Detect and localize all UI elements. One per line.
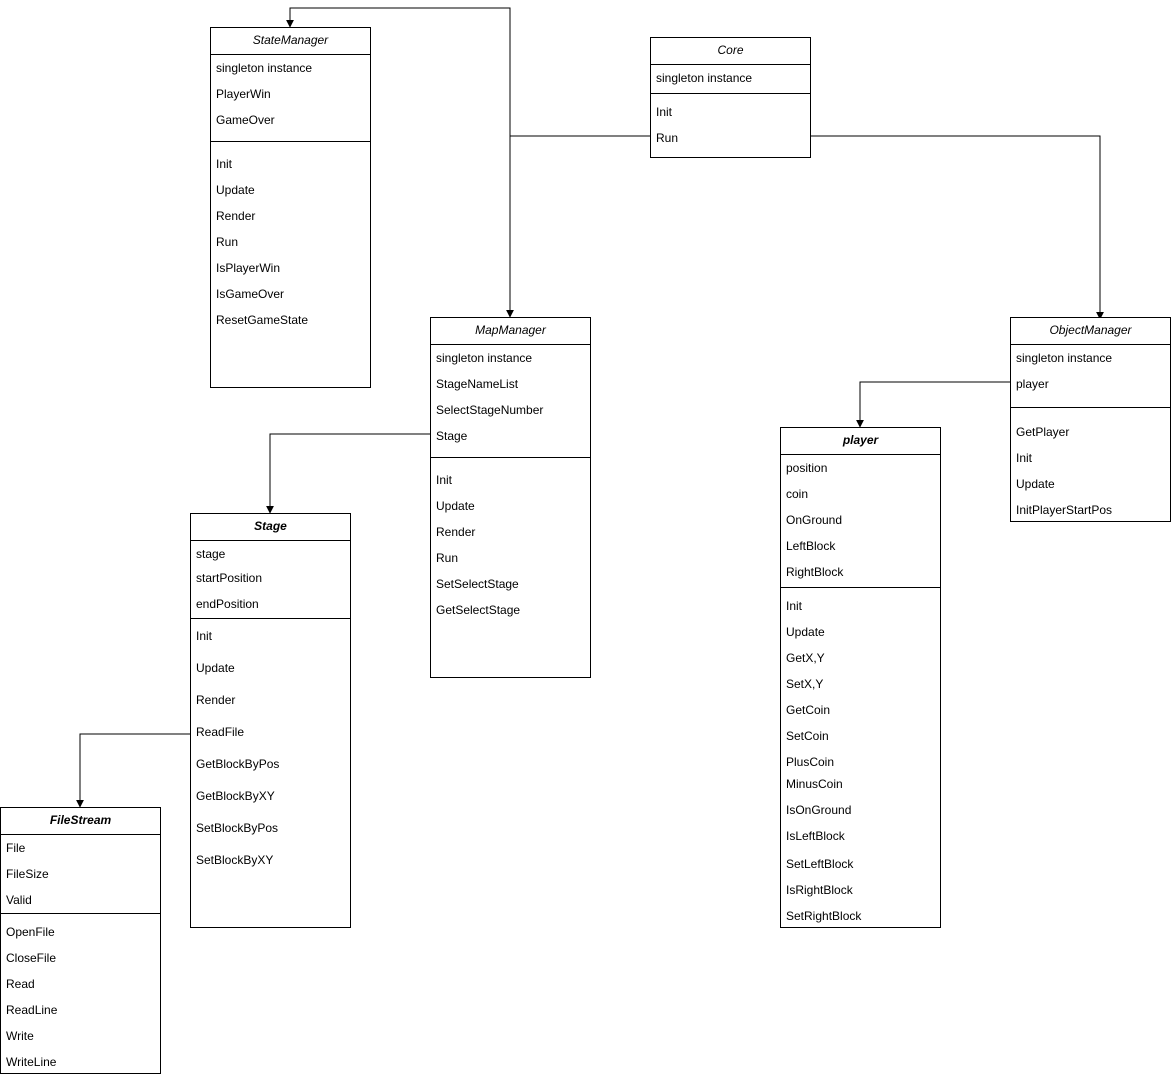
class-player[interactable]: player position coin OnGround LeftBlock … (780, 427, 941, 928)
method-item: ResetGameState (216, 313, 309, 327)
method-item: Run (436, 551, 459, 565)
method-item: SetRightBlock (786, 909, 862, 923)
attribute-item: PlayerWin (216, 87, 271, 101)
attribute-item: endPosition (196, 597, 259, 611)
method-item: Write (6, 1029, 34, 1043)
method-item: SetBlockByPos (196, 821, 279, 835)
method-item: Init (436, 473, 453, 487)
method-item: Init (656, 105, 673, 119)
connector-object-manager-to-player (856, 381, 1010, 428)
attribute-item: File (6, 841, 26, 855)
section-divider (211, 141, 370, 142)
attribute-item: SelectStageNumber (436, 403, 544, 417)
method-item: GetX,Y (786, 651, 825, 665)
method-item: SetX,Y (786, 677, 824, 691)
method-item: Render (436, 525, 476, 539)
method-item: IsGameOver (216, 287, 285, 301)
method-item: CloseFile (6, 951, 57, 965)
attribute-item: singleton instance (216, 61, 313, 75)
method-item: GetCoin (786, 703, 831, 717)
section-divider (191, 618, 350, 619)
method-item: SetSelectStage (436, 577, 519, 591)
attribute-item: singleton instance (436, 351, 533, 365)
section-divider (781, 587, 940, 588)
attribute-item: singleton instance (1016, 351, 1113, 365)
method-item: Update (436, 499, 475, 513)
method-item: Render (196, 693, 236, 707)
class-stage[interactable]: Stage stage startPosition endPosition In… (190, 513, 351, 928)
class-object-manager[interactable]: ObjectManager singleton instance player … (1010, 317, 1171, 522)
method-item: SetLeftBlock (786, 857, 854, 871)
method-item: Run (656, 131, 679, 145)
section-divider (431, 457, 590, 458)
class-file-stream[interactable]: FileStream File FileSize Valid OpenFile … (0, 807, 161, 1074)
method-item: MinusCoin (786, 777, 843, 791)
connector-core-to-state-manager (286, 7, 650, 137)
attribute-item: singleton instance (656, 71, 753, 85)
attribute-item: Valid (6, 893, 32, 907)
attribute-item: StageNameList (436, 377, 519, 391)
attribute-item: LeftBlock (786, 539, 836, 553)
class-state-manager[interactable]: StateManager singleton instance PlayerWi… (210, 27, 371, 388)
class-title: FileStream (1, 808, 160, 835)
method-item: Init (786, 599, 803, 613)
method-item: InitPlayerStartPos (1016, 503, 1113, 517)
method-item: IsOnGround (786, 803, 852, 817)
attribute-item: stage (196, 547, 226, 561)
attribute-item: Stage (436, 429, 468, 443)
method-item: GetPlayer (1016, 425, 1070, 439)
method-item: Update (196, 661, 235, 675)
method-item: Run (216, 235, 239, 249)
method-item: OpenFile (6, 925, 55, 939)
class-title: Stage (191, 514, 350, 541)
method-item: PlusCoin (786, 755, 835, 769)
connector-core-to-object-manager (810, 135, 1104, 320)
attribute-item: RightBlock (786, 565, 844, 579)
method-item: Read (6, 977, 35, 991)
attribute-item: startPosition (196, 571, 263, 585)
connector-map-manager-to-stage (266, 433, 430, 514)
method-item: SetBlockByXY (196, 853, 274, 867)
method-item: Init (196, 629, 213, 643)
method-item: ReadLine (6, 1003, 58, 1017)
class-title: player (781, 428, 940, 455)
method-item: Init (1016, 451, 1033, 465)
class-title: MapManager (431, 318, 590, 345)
section-divider (651, 93, 810, 94)
method-item: ReadFile (196, 725, 245, 739)
attribute-item: OnGround (786, 513, 843, 527)
method-item: Update (786, 625, 825, 639)
method-item: GetSelectStage (436, 603, 521, 617)
class-title: Core (651, 38, 810, 65)
method-item: Update (216, 183, 255, 197)
section-divider (1, 913, 160, 914)
method-item: Render (216, 209, 256, 223)
method-item: IsRightBlock (786, 883, 853, 897)
method-item: Init (216, 157, 233, 171)
connector-stage-to-file-stream (76, 733, 190, 808)
method-item: Update (1016, 477, 1055, 491)
attribute-item: position (786, 461, 828, 475)
class-title: StateManager (211, 28, 370, 55)
method-item: GetBlockByXY (196, 789, 275, 803)
attribute-item: GameOver (216, 113, 275, 127)
class-title: ObjectManager (1011, 318, 1170, 345)
method-item: IsPlayerWin (216, 261, 281, 275)
method-item: WriteLine (6, 1055, 57, 1069)
method-item: GetBlockByPos (196, 757, 280, 771)
method-item: SetCoin (786, 729, 829, 743)
class-core[interactable]: Core singleton instance Init Run (650, 37, 811, 158)
section-divider (1011, 407, 1170, 408)
attribute-item: FileSize (6, 867, 49, 881)
attribute-item: player (1016, 377, 1049, 391)
attribute-item: coin (786, 487, 809, 501)
method-item: IsLeftBlock (786, 829, 845, 843)
class-map-manager[interactable]: MapManager singleton instance StageNameL… (430, 317, 591, 678)
